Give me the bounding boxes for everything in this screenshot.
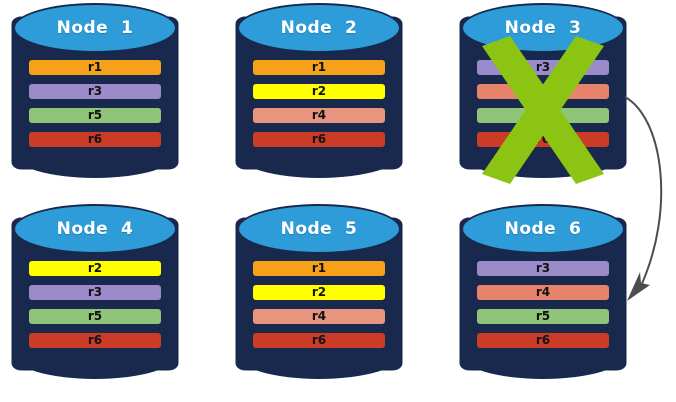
replica-label: r4 <box>535 285 551 299</box>
replica-label: r5 <box>87 108 103 122</box>
replica-label: r4 <box>311 309 327 323</box>
replica-label: r3 <box>535 261 551 275</box>
cylinder-top <box>13 3 177 53</box>
cylinder-top <box>13 204 177 254</box>
replica-label: r2 <box>311 285 327 299</box>
replica-label: r5 <box>535 309 551 323</box>
replica-label: r2 <box>311 84 327 98</box>
replica-bar[interactable]: r2 <box>253 285 385 300</box>
replica-bar[interactable]: r3 <box>29 84 161 99</box>
replica-bar[interactable]: r5 <box>477 309 609 324</box>
replica-label: r1 <box>87 60 103 74</box>
node-4[interactable]: Node 4 r2 r3 r5 r6 <box>0 201 190 381</box>
node-3[interactable]: Node 3 r3 r4 r5 r6 <box>448 0 638 184</box>
replica-bar[interactable]: r4 <box>477 285 609 300</box>
replica-label: r3 <box>87 84 103 98</box>
replica-label: r6 <box>535 132 551 146</box>
replica-label: r6 <box>311 132 327 146</box>
replica-list: r2 r3 r5 r6 <box>29 261 161 348</box>
node-label: Node 5 <box>280 219 358 239</box>
node-5[interactable]: Node 5 r1 r2 r4 r6 <box>224 201 414 381</box>
replica-label: r1 <box>311 261 327 275</box>
node-1[interactable]: Node 1 r1 r3 r5 r6 <box>0 0 190 180</box>
replica-bar[interactable]: r4 <box>477 84 609 99</box>
replica-bar[interactable]: r3 <box>477 60 609 75</box>
replica-label: r3 <box>87 285 103 299</box>
replica-bar[interactable]: r6 <box>253 132 385 147</box>
replica-list: r1 r2 r4 r6 <box>253 60 385 147</box>
cylinder-top <box>237 3 401 53</box>
replica-label: r1 <box>311 60 327 74</box>
node-label: Node 1 <box>56 18 134 38</box>
replica-list: r3 r4 r5 r6 <box>477 261 609 348</box>
node-label: Node 6 <box>504 219 582 239</box>
replica-bar[interactable]: r3 <box>29 285 161 300</box>
cylinder-top <box>237 204 401 254</box>
replica-bar[interactable]: r1 <box>253 261 385 276</box>
replica-label: r4 <box>535 84 551 98</box>
replica-label: r2 <box>87 261 103 275</box>
replica-label: r5 <box>87 309 103 323</box>
replica-label: r6 <box>535 333 551 347</box>
replica-label: r5 <box>535 108 551 122</box>
replica-label: r4 <box>311 108 327 122</box>
cylinder-top <box>461 204 625 254</box>
replica-bar[interactable]: r3 <box>477 261 609 276</box>
replica-label: r6 <box>87 333 103 347</box>
replica-label: r6 <box>87 132 103 146</box>
replica-label: r3 <box>535 60 551 74</box>
replica-bar[interactable]: r2 <box>253 84 385 99</box>
replica-bar[interactable]: r5 <box>29 108 161 123</box>
node-label: Node 2 <box>280 18 358 38</box>
node-label: Node 4 <box>56 219 134 239</box>
replica-bar[interactable]: r5 <box>477 108 609 123</box>
replica-list: r1 r3 r5 r6 <box>29 60 161 147</box>
replica-bar[interactable]: r5 <box>29 309 161 324</box>
replica-bar[interactable]: r1 <box>253 60 385 75</box>
replica-list: r1 r2 r4 r6 <box>253 261 385 348</box>
replica-bar[interactable]: r2 <box>29 261 161 276</box>
node-label: Node 3 <box>504 18 582 38</box>
node-6[interactable]: Node 6 r3 r4 r5 r6 <box>448 201 638 381</box>
node-2[interactable]: Node 2 r1 r2 r4 r6 <box>224 0 414 180</box>
replica-bar[interactable]: r4 <box>253 309 385 324</box>
replica-bar[interactable]: r6 <box>253 333 385 348</box>
replica-bar[interactable]: r4 <box>253 108 385 123</box>
replica-bar[interactable]: r6 <box>477 333 609 348</box>
replica-bar[interactable]: r6 <box>29 132 161 147</box>
replica-bar[interactable]: r6 <box>29 333 161 348</box>
replica-label: r6 <box>311 333 327 347</box>
replica-bar[interactable]: r1 <box>29 60 161 75</box>
replica-list: r3 r4 r5 r6 <box>477 60 609 147</box>
replica-bar[interactable]: r6 <box>477 132 609 147</box>
